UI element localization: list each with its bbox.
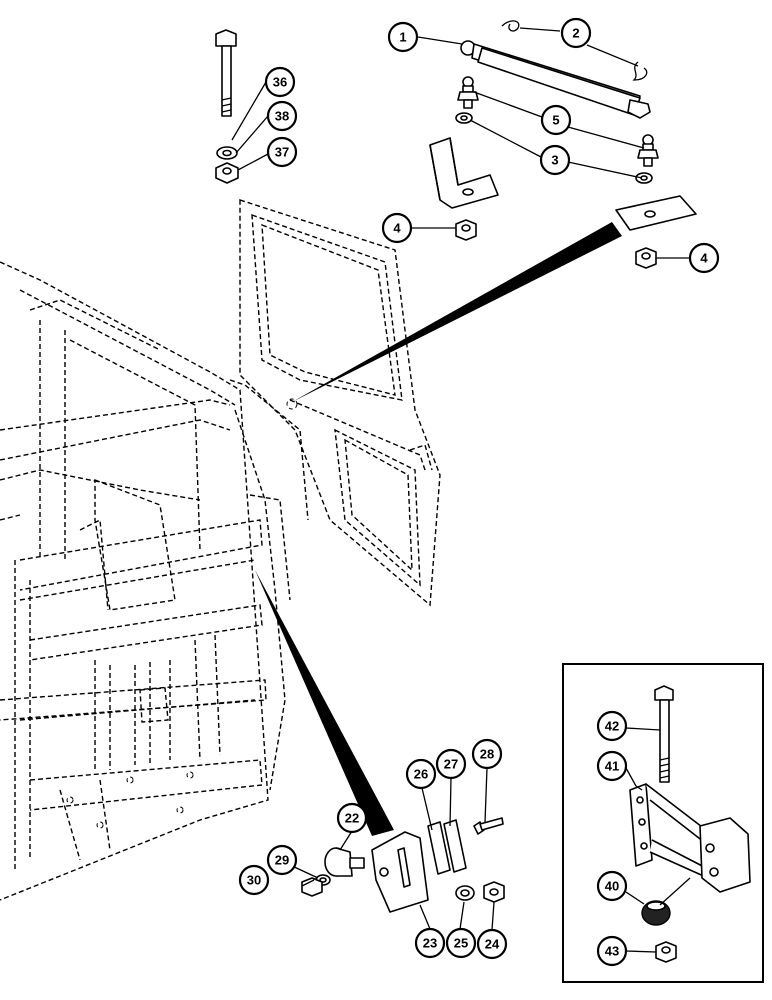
callout-43: 43 <box>596 935 628 967</box>
svg-text:29: 29 <box>275 853 289 868</box>
svg-text:38: 38 <box>275 109 289 124</box>
svg-text:2: 2 <box>572 26 579 41</box>
svg-text:40: 40 <box>605 879 619 894</box>
bolt-washer-nut-stack <box>215 29 239 184</box>
svg-text:24: 24 <box>485 937 500 952</box>
svg-text:37: 37 <box>275 145 289 160</box>
retaining-clip <box>501 20 648 81</box>
callout-38: 38 <box>266 100 298 132</box>
svg-text:1: 1 <box>399 30 406 45</box>
svg-text:26: 26 <box>414 767 428 782</box>
svg-text:4: 4 <box>700 251 708 266</box>
callout-40: 40 <box>596 870 628 902</box>
callout-25: 25 <box>445 927 477 959</box>
svg-text:41: 41 <box>605 759 619 774</box>
callout-2: 2 <box>560 17 592 49</box>
detail-pointer-strut <box>292 222 622 402</box>
callout-22: 22 <box>336 802 368 834</box>
door-hinge-assembly <box>301 817 505 913</box>
gas-strut <box>460 40 651 119</box>
callout-42: 42 <box>596 710 628 742</box>
svg-text:5: 5 <box>552 113 559 128</box>
svg-text:25: 25 <box>454 936 468 951</box>
callout-4-left: 4 <box>381 212 413 244</box>
svg-text:27: 27 <box>444 757 458 772</box>
callout-41: 41 <box>596 750 628 782</box>
cab-frame <box>0 261 291 901</box>
svg-text:3: 3 <box>551 153 558 168</box>
svg-text:22: 22 <box>345 811 359 826</box>
callout-23: 23 <box>414 927 446 959</box>
callout-28: 28 <box>471 738 503 770</box>
mounting-bracket <box>429 137 697 231</box>
callout-30: 30 <box>238 864 270 896</box>
callout-36: 36 <box>264 66 296 98</box>
cab-door <box>229 199 441 607</box>
svg-text:43: 43 <box>605 944 619 959</box>
callout-27: 27 <box>435 748 467 780</box>
callout-29: 29 <box>266 844 298 876</box>
callout-4-right: 4 <box>688 242 720 274</box>
callout-26: 26 <box>405 758 437 790</box>
inset-latch-assembly <box>629 685 751 963</box>
svg-text:42: 42 <box>605 719 619 734</box>
detail-pointer-hinge <box>255 570 394 836</box>
svg-text:23: 23 <box>423 936 437 951</box>
callout-37: 37 <box>266 136 298 168</box>
lock-nut <box>455 219 657 269</box>
svg-text:28: 28 <box>480 747 494 762</box>
callout-1: 1 <box>387 21 419 53</box>
svg-text:36: 36 <box>273 75 287 90</box>
svg-text:30: 30 <box>247 873 261 888</box>
leader-lines <box>231 27 691 953</box>
ball-stud <box>457 76 659 167</box>
svg-text:4: 4 <box>393 221 401 236</box>
callout-5: 5 <box>540 104 572 136</box>
callout-24: 24 <box>476 928 508 960</box>
callout-3: 3 <box>539 144 571 176</box>
inset-detail-box <box>562 663 764 983</box>
